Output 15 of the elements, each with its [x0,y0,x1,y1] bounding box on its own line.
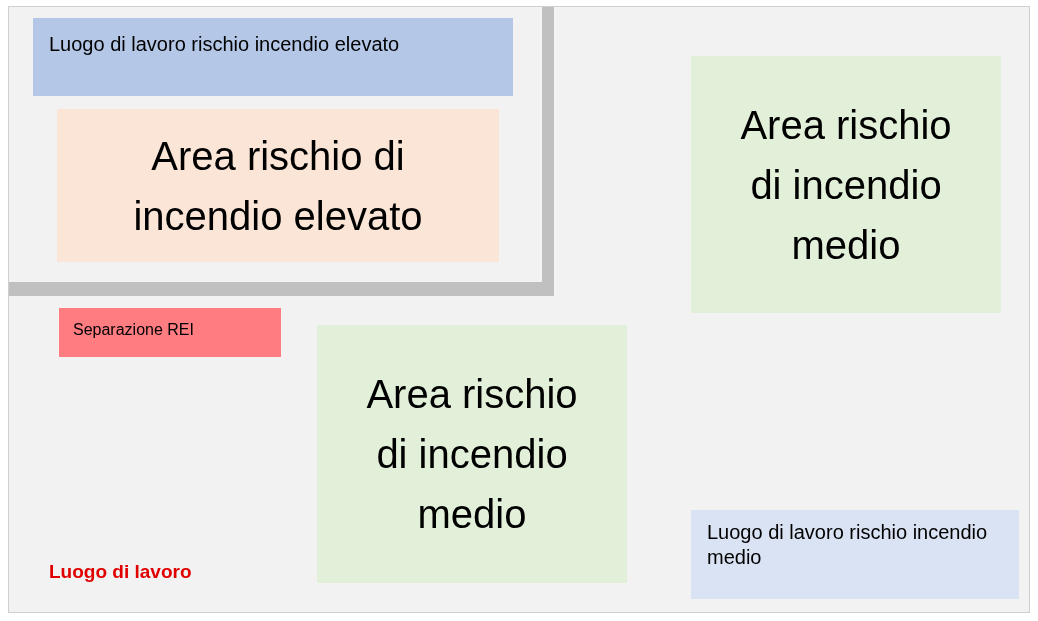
zone-text: Area rischio di incendio medio [365,371,579,538]
risk-zone [317,325,627,583]
legend-text: Separazione REI [72,320,195,340]
workplace-area [8,6,1030,613]
zone-label-box [691,510,1019,599]
risk-zone [57,109,499,262]
zone-label-text: Luogo di lavoro rischio incendio medio [706,520,989,570]
heading-text: Luogo di lavoro rischio incendio elevato [48,32,401,57]
fire-compartment [9,7,554,296]
heading-band [33,18,513,96]
zone-text: Area rischio di incendio elevato [132,132,424,240]
zone-text: Area rischio di incendio medio [739,101,953,269]
area-label: Luogo di lavoro [49,560,192,584]
risk-zone [691,56,1001,313]
legend-box [59,308,281,357]
